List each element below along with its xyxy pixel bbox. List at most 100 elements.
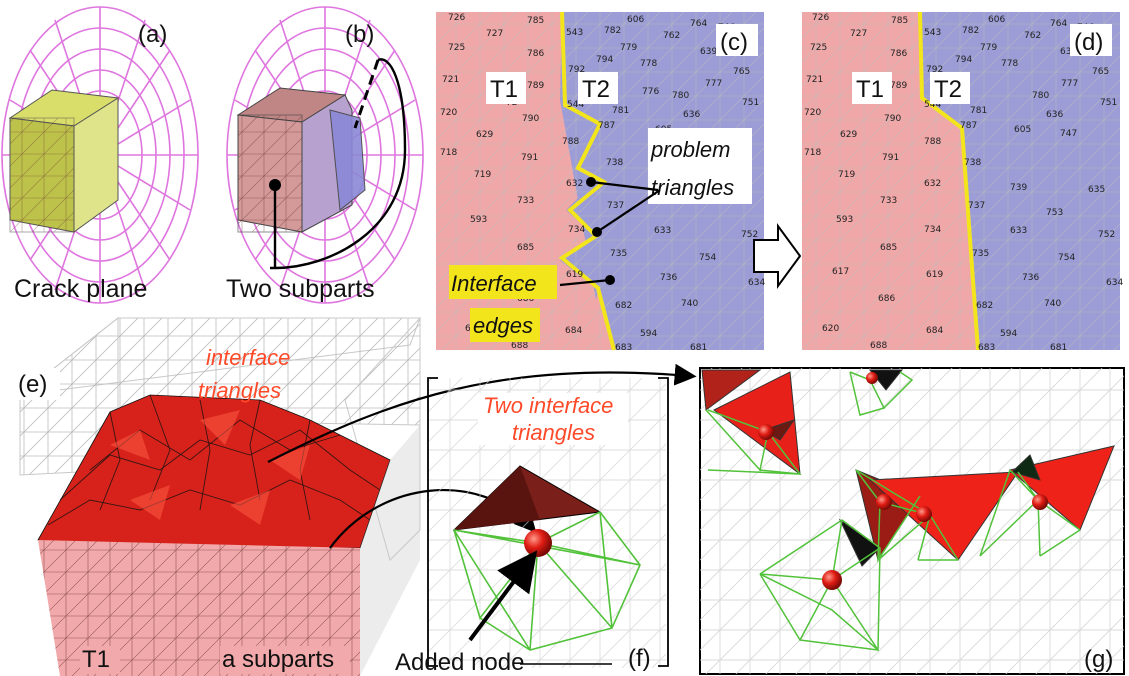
svg-text:790: 790 [884,114,901,124]
svg-text:777: 777 [1061,79,1078,89]
svg-text:780: 780 [1032,91,1049,101]
e-red-line2: triangles [198,378,281,403]
svg-text:786: 786 [527,49,544,59]
svg-text:785: 785 [891,16,908,26]
svg-text:543: 543 [566,28,583,38]
svg-text:752: 752 [1098,230,1115,240]
svg-text:635: 635 [1088,185,1105,195]
interface-line-c [558,11,616,351]
svg-text:787: 787 [960,121,977,131]
f-red-line2: triangles [512,420,595,445]
node-g-2 [758,424,774,440]
c-t1: T1 [490,76,518,103]
node-g-1 [866,372,878,384]
svg-text:688: 688 [511,341,528,351]
svg-text:725: 725 [810,43,827,53]
node-g-5 [1032,494,1048,510]
tag-a: (a) [138,21,167,48]
svg-text:543: 543 [924,28,941,38]
tag-c: (c) [720,29,748,56]
svg-text:781: 781 [612,106,629,116]
svg-text:682: 682 [615,301,632,311]
svg-text:634: 634 [748,278,765,288]
svg-text:733: 733 [880,196,897,206]
svg-text:619: 619 [926,270,943,280]
svg-text:782: 782 [962,26,979,36]
svg-text:788: 788 [562,137,579,147]
svg-text:788: 788 [924,137,941,147]
svg-text:594: 594 [640,329,657,339]
svg-text:686: 686 [878,294,895,304]
svg-text:684: 684 [926,326,943,336]
svg-text:786: 786 [890,49,907,59]
svg-text:789: 789 [890,81,907,91]
interface-edges-line1: Interface [451,271,537,296]
svg-text:721: 721 [806,75,823,85]
svg-text:779: 779 [620,43,637,53]
e-t1: T1 [82,646,110,673]
caption-b: Two subparts [226,275,375,303]
f-added-node: Added node [395,649,524,676]
two-subparts-cube [236,87,366,233]
svg-text:681: 681 [1050,343,1067,353]
svg-text:684: 684 [565,326,582,336]
svg-text:735: 735 [610,249,627,259]
svg-text:632: 632 [566,179,583,189]
svg-text:776: 776 [642,87,659,97]
svg-text:790: 790 [522,114,539,124]
added-node-arrow [468,550,538,642]
svg-text:740: 740 [1044,299,1061,309]
svg-text:683: 683 [615,343,632,353]
svg-text:781: 781 [970,106,987,116]
svg-text:593: 593 [836,215,853,225]
svg-text:737: 737 [607,201,624,211]
svg-text:734: 734 [924,225,941,235]
svg-text:738: 738 [964,158,981,168]
panel-g: (g) [699,367,1125,675]
svg-text:685: 685 [880,243,897,253]
caption-a: Crack plane [14,275,147,303]
svg-text:620: 620 [822,324,839,334]
svg-text:785: 785 [527,16,544,26]
svg-text:636: 636 [683,110,700,120]
right-arrow [753,222,802,290]
d-t1: T1 [856,76,884,103]
svg-text:794: 794 [596,55,613,65]
svg-text:682: 682 [976,301,993,311]
tag-e: (e) [18,371,47,398]
svg-text:617: 617 [832,267,849,277]
svg-text:752: 752 [741,230,758,240]
svg-text:544: 544 [567,100,584,110]
svg-text:751: 751 [742,98,759,108]
leader-b [270,58,407,270]
f-red-line1: Two interface [483,393,613,418]
tag-b: (b) [345,21,374,48]
svg-text:736: 736 [1022,273,1039,283]
svg-text:629: 629 [476,130,493,140]
panel-e: (e) interface triangles T1 a subparts [14,316,421,676]
svg-text:683: 683 [978,343,995,353]
e-subparts: a subparts [222,646,334,673]
svg-text:740: 740 [681,299,698,309]
svg-text:789: 789 [527,81,544,91]
tag-d: (d) [1074,29,1103,56]
problem-label-line2: triangles [651,175,734,200]
svg-text:754: 754 [1058,253,1075,263]
svg-text:719: 719 [838,170,855,180]
svg-text:762: 762 [1024,31,1041,41]
svg-text:639: 639 [700,47,717,57]
svg-text:632: 632 [924,179,941,189]
interface-line-d [918,11,980,351]
leader-b-dashed [353,59,380,129]
svg-text:719: 719 [474,170,491,180]
svg-text:605: 605 [1014,125,1031,135]
panel-f: Two interface triangles Added node (f) [395,377,669,676]
svg-text:721: 721 [442,75,459,85]
svg-text:764: 764 [1050,19,1067,29]
svg-text:720: 720 [440,108,457,118]
svg-text:737: 737 [968,201,985,211]
svg-text:688: 688 [870,341,887,351]
svg-text:787: 787 [598,121,615,131]
svg-text:791: 791 [521,153,538,163]
